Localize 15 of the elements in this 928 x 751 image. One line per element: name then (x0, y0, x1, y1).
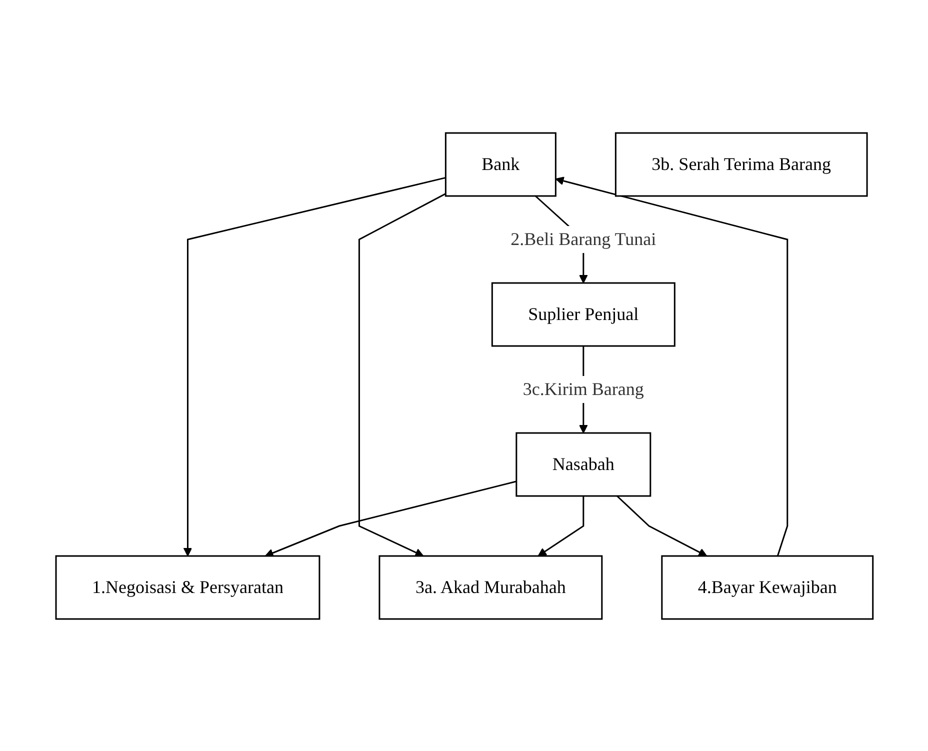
arrow (554, 176, 788, 556)
arrow (264, 480, 516, 557)
node-box: Suplier Penjual (490, 282, 675, 346)
arrow (616, 494, 707, 556)
arrow (182, 176, 446, 556)
node-box: 1.Negoisasi & Persyaratan (54, 554, 320, 620)
edge-label: 2.Beli Barang Tunai (510, 228, 656, 248)
node-box: Bank (444, 132, 556, 196)
arrow (537, 496, 584, 556)
node-box: 3a. Akad Murabahah (378, 554, 602, 620)
node-box: 4.Bayar Kewajiban (660, 554, 874, 620)
arrow (358, 192, 446, 556)
node-box: 3b. Serah Terima Barang (614, 132, 868, 196)
node-box: Nasabah (515, 432, 651, 496)
edge-label: 3c.Kirim Barang (522, 378, 644, 398)
